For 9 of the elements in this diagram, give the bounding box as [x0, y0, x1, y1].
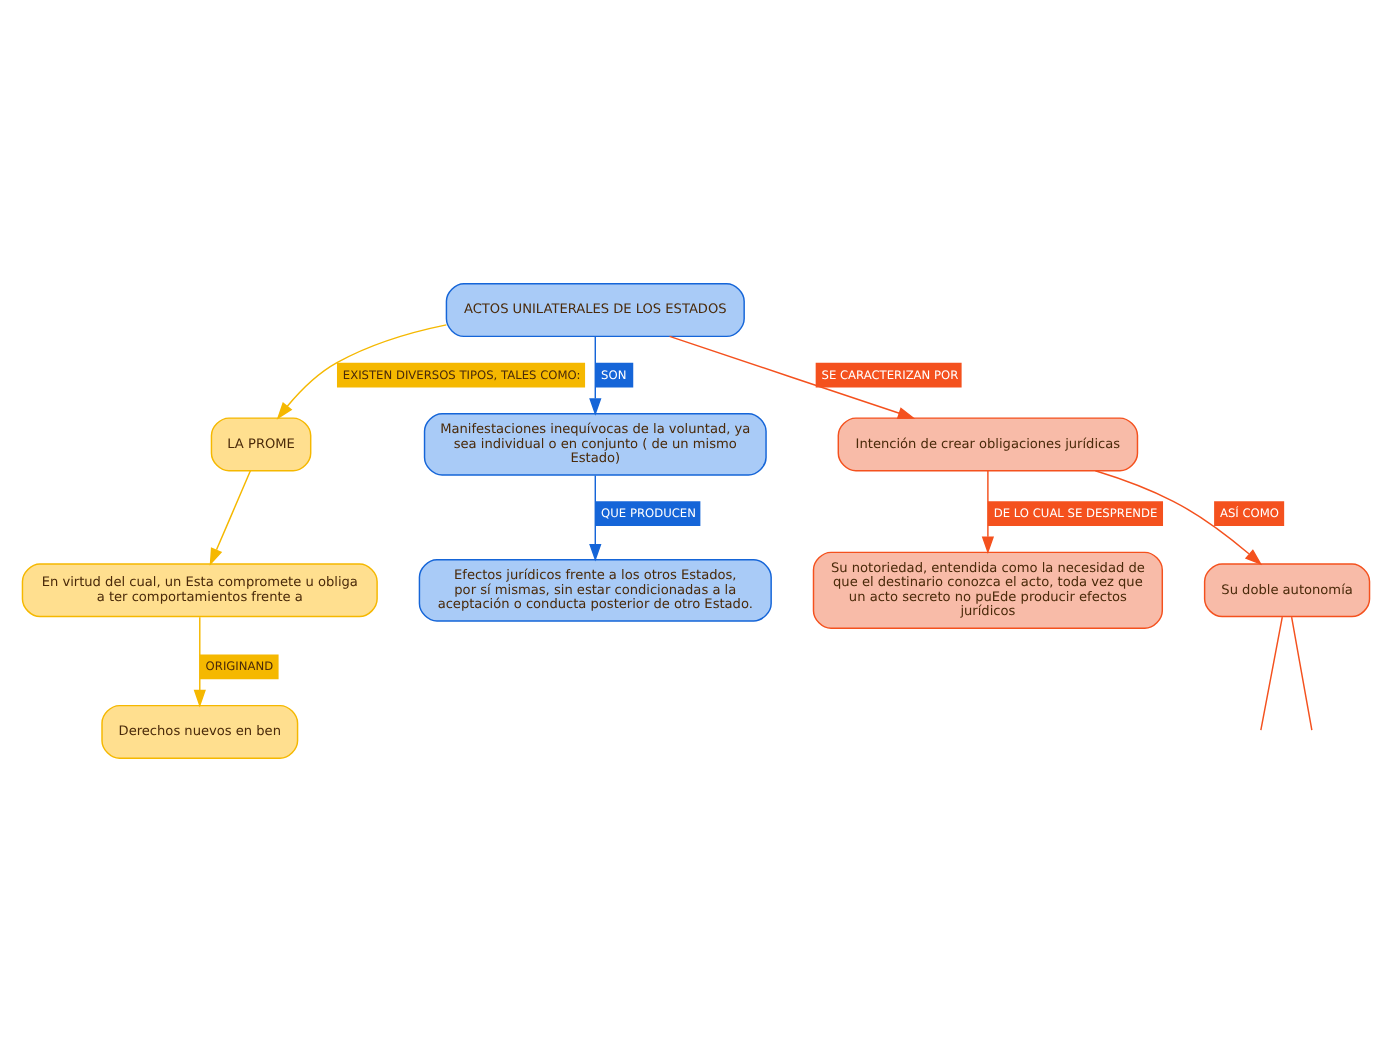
- arrow: [589, 335, 602, 415]
- arrow: [193, 615, 206, 707]
- arrow: [1094, 469, 1263, 565]
- arrow: [276, 323, 448, 419]
- arrow: [668, 334, 916, 418]
- connector: [1290, 615, 1313, 730]
- connector: [1260, 615, 1283, 730]
- arrow: [981, 469, 995, 554]
- arrow: [209, 469, 252, 565]
